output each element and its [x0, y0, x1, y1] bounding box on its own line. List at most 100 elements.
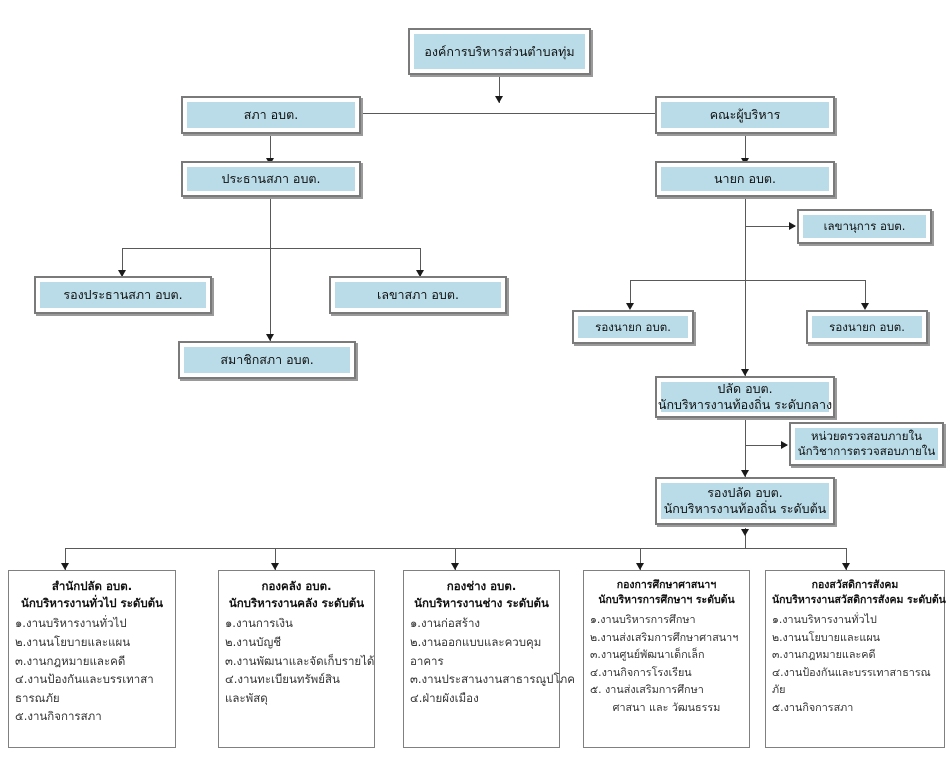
node-deputy-mayor-left-label: รองนายก อบต. [595, 319, 671, 334]
connector-clerk-audit [745, 445, 787, 446]
department-subtitle: นักบริหารการศึกษาฯ ระดับต้น [598, 594, 735, 607]
department-item: ๒.งานบัญชี [225, 634, 282, 649]
node-secretary-office-fill: เลขานุการ อบต. [803, 215, 926, 238]
arrowhead-deputy-mayor-left [626, 303, 634, 310]
department-item: ๑.งานบริหารงานทั่วไป [772, 613, 877, 627]
node-council-president-fill: ประธานสภา อบต. [187, 167, 355, 191]
department-item: ๓.งานกฎหมายและคดี [15, 653, 126, 668]
node-deputy-mayor-right-label: รองนายก อบต. [829, 319, 905, 334]
connector-council-executive-bus [340, 113, 662, 114]
department-item: ภัย [772, 683, 786, 697]
department-item: ๒.งานนโยบายและแผน [15, 634, 131, 649]
department-item: ๔.งานป้องกันและบรรเทาสาธารณ [772, 665, 931, 679]
node-council-members-label: สมาชิกสภา อบต. [220, 352, 314, 367]
node-executive-board-fill: คณะผู้บริหาร [661, 102, 829, 128]
node-root-fill: องค์การบริหารส่วนตำบลทุ่ม [414, 34, 585, 69]
arrowhead-dept-2 [271, 563, 279, 570]
department-item: ๒.งานนโยบายและแผน [772, 630, 881, 644]
node-council-fill: สภา อบต. [187, 102, 355, 128]
arrowhead-council-members [266, 334, 274, 341]
node-deputy-clerk-fill: รองปลัด อบต. นักบริหารงานท้องถิ่น ระดับต… [661, 483, 829, 519]
connector-mayor-stem [745, 196, 746, 376]
node-council-members-fill: สมาชิกสภา อบต. [184, 347, 350, 373]
department-item: ๓.งานประสานงานสาธารณูปโภค [410, 672, 575, 687]
connector-to-council-secretary [420, 248, 421, 276]
node-council-secretary-label: เลขาสภา อบต. [377, 287, 459, 302]
node-deputy-clerk-label-line1: รองปลัด อบต. [707, 485, 783, 500]
node-deputy-mayor-left[interactable]: รองนายก อบต. [572, 310, 694, 344]
arrowhead-secretary-office [789, 222, 796, 230]
department-item: ๔.ฝ่ายผังเมือง [410, 690, 479, 705]
node-mayor-fill: นายก อบต. [661, 167, 829, 191]
department-box-administration[interactable]: สำนักปลัด อบต. นักบริหารงานทั่วไป ระดับต… [8, 570, 176, 748]
arrowhead-vice-president [118, 270, 126, 277]
connector-to-vice-president [122, 248, 123, 276]
node-clerk-label-line1: ปลัด อบต. [717, 381, 773, 396]
arrowhead-dept-1 [61, 563, 69, 570]
department-item: ๒.งานส่งเสริมการศึกษาศาสนาฯ [590, 630, 739, 644]
node-council-president-label: ประธานสภา อบต. [221, 171, 321, 186]
department-item: อาคาร [410, 653, 444, 668]
department-subtitle: นักบริหารงานคลัง ระดับต้น [228, 595, 365, 610]
node-council-secretary[interactable]: เลขาสภา อบต. [329, 276, 507, 314]
department-item: ๑.งานการเงิน [225, 616, 293, 631]
connector-to-dept-5 [846, 548, 847, 570]
department-title: กองคลัง อบต. [261, 579, 332, 593]
node-secretary-office[interactable]: เลขานุการ อบต. [797, 209, 932, 244]
node-root-organization[interactable]: องค์การบริหารส่วนตำบลทุ่ม [408, 28, 591, 75]
node-council-secretary-fill: เลขาสภา อบต. [335, 282, 501, 308]
arrowhead-dept-5 [842, 563, 850, 570]
connector-deputy-mayor-bus [630, 280, 865, 281]
node-deputy-mayor-right[interactable]: รองนายก อบต. [806, 310, 928, 344]
node-secretary-office-label: เลขานุการ อบต. [823, 219, 906, 234]
department-item: ๒.งานออกแบบและควบคุม [410, 634, 542, 649]
node-deputy-clerk[interactable]: รองปลัด อบต. นักบริหารงานท้องถิ่น ระดับต… [655, 477, 835, 525]
node-mayor[interactable]: นายก อบต. [655, 161, 835, 197]
department-title: กองช่าง อบต. [446, 579, 517, 593]
node-clerk-fill: ปลัด อบต. นักบริหารงานท้องถิ่น ระดับกลาง [657, 381, 833, 412]
connector-to-dept-1 [65, 548, 66, 570]
department-box-public-works[interactable]: กองช่าง อบต. นักบริหารงานช่าง ระดับต้น ๑… [403, 570, 575, 748]
node-clerk[interactable]: ปลัด อบต. นักบริหารงานท้องถิ่น ระดับกลาง [655, 376, 835, 418]
department-box-education[interactable]: กองการศึกษาศาสนาฯ นักบริหารการศึกษาฯ ระด… [583, 570, 750, 748]
node-executive-board[interactable]: คณะผู้บริหาร [655, 96, 835, 134]
connector-to-dept-2 [275, 548, 276, 570]
arrowhead-deputy-mayor-right [861, 303, 869, 310]
node-council[interactable]: สภา อบต. [181, 96, 361, 134]
department-item: ธารณภัย [15, 690, 60, 705]
department-item: ๓.งานศูนย์พัฒนาเด็กเล็ก [590, 648, 705, 662]
arrowhead-clerk [741, 369, 749, 376]
node-council-president[interactable]: ประธานสภา อบต. [181, 161, 361, 197]
department-item: ๔.งานกิจการโรงเรียน [590, 665, 692, 679]
node-mayor-label: นายก อบต. [714, 171, 776, 186]
department-item: ๔.งานป้องกันและบรรเทาสา [15, 672, 154, 687]
department-item: ๕. งานส่งเสริมการศึกษา [590, 683, 704, 697]
node-council-vice-president-label: รองประธานสภา อบต. [63, 287, 183, 302]
department-item: ศาสนา และ วัฒนธรรม [612, 700, 721, 714]
node-internal-audit-unit[interactable]: หน่วยตรวจสอบภายใน นักวิชาการตรวจสอบภายใน [789, 422, 944, 466]
connector-executive-mayor [745, 133, 746, 165]
arrowhead-dept-3 [451, 563, 459, 570]
department-box-finance[interactable]: กองคลัง อบต. นักบริหารงานคลัง ระดับต้น ๑… [218, 570, 375, 748]
department-subtitle: นักบริหารงานทั่วไป ระดับต้น [20, 595, 164, 610]
node-internal-audit-label-line1: หน่วยตรวจสอบภายใน [811, 429, 922, 444]
connector-clerk-stem [745, 415, 746, 477]
connector-to-deputy-mayor-right [865, 280, 866, 308]
department-box-social-welfare[interactable]: กองสวัสดิการสังคม นักบริหารงานสวัสดิการส… [765, 570, 946, 748]
department-title: สำนักปลัด อบต. [51, 579, 133, 593]
arrowhead-root-down [495, 96, 503, 103]
node-executive-board-label: คณะผู้บริหาร [709, 107, 781, 122]
arrowhead-deputy-clerk [741, 470, 749, 477]
department-item: ๑.งานก่อสร้าง [410, 616, 481, 631]
connector-president-branch-bus [122, 248, 420, 249]
node-council-vice-president[interactable]: รองประธานสภา อบต. [34, 276, 212, 314]
arrowhead-audit-unit [781, 441, 788, 449]
node-council-vice-president-fill: รองประธานสภา อบต. [40, 282, 206, 308]
connector-mayor-secretary [745, 226, 795, 227]
department-item: และพัสดุ [225, 690, 268, 705]
node-clerk-label-line2: นักบริหารงานท้องถิ่น ระดับกลาง [657, 397, 833, 412]
department-subtitle: นักบริหารงานช่าง ระดับต้น [414, 595, 549, 610]
connector-to-dept-3 [455, 548, 456, 570]
department-item: ๑.งานบริหารงานทั่วไป [15, 616, 127, 631]
node-council-members[interactable]: สมาชิกสภา อบต. [178, 341, 356, 379]
